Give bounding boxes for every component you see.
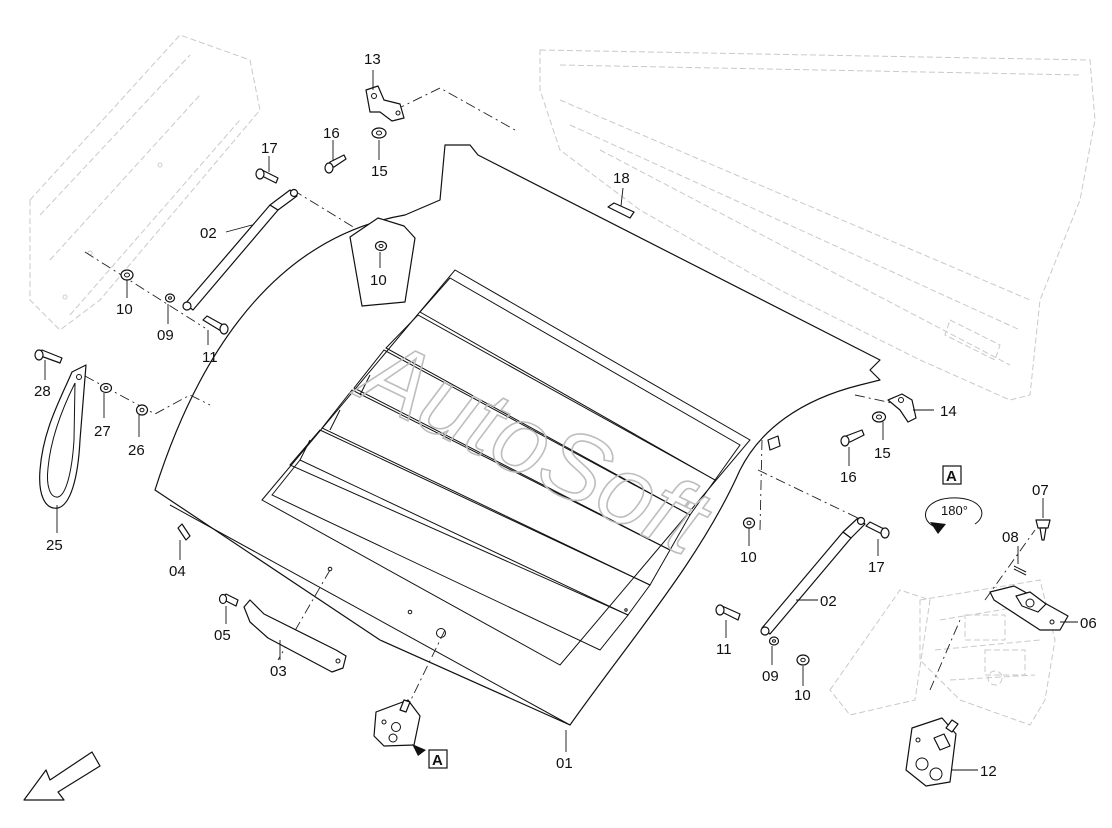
ghost-left-frame — [29, 34, 261, 331]
hatch-panel-part-01 — [154, 144, 881, 726]
view-arrow-a — [412, 744, 426, 756]
gas-strut-part-02a — [182, 188, 299, 311]
rotate-180-icon: 180° — [925, 497, 983, 534]
callout-06: 06 — [1080, 615, 1097, 632]
callout-02b: 02 — [820, 593, 837, 610]
callout-26: 26 — [128, 442, 145, 459]
callout-14: 14 — [940, 403, 957, 420]
callout-28: 28 — [34, 383, 51, 400]
callout-15b: 15 — [874, 445, 891, 462]
screw-part-07 — [1035, 519, 1051, 541]
callout-01: 01 — [556, 755, 573, 772]
view-marker-label: A — [432, 752, 443, 769]
bracket-part-12 — [905, 717, 959, 787]
callout-10-detail: 10 — [370, 272, 387, 289]
callout-03: 03 — [270, 663, 287, 680]
callout-13: 13 — [364, 51, 381, 68]
lock-bracket-detail — [373, 699, 421, 747]
callout-08: 08 — [1002, 529, 1019, 546]
callout-15a: 15 — [371, 163, 388, 180]
bolt-part-16b — [840, 429, 865, 447]
view-marker-a-box-bottom: A — [428, 749, 448, 769]
washer-part-09b — [768, 636, 780, 646]
callout-17b: 17 — [868, 559, 885, 576]
bolt-part-11a — [202, 315, 229, 335]
hinge-part-13 — [365, 85, 405, 122]
view-marker-label: A — [946, 468, 957, 485]
nut-part-26 — [135, 404, 149, 416]
washer-part-15b — [871, 411, 887, 423]
spring-part-08 — [1013, 565, 1027, 576]
bushing-part-10c — [796, 654, 810, 666]
handle-part-03 — [243, 599, 347, 673]
gas-strut-part-02b — [760, 516, 866, 636]
callout-labels: 13 16 15 17 02 10 09 11 10 18 28 27 26 2… — [34, 51, 1097, 780]
latch-part-06 — [989, 585, 1069, 631]
bolt-part-17a — [255, 168, 279, 184]
ghost-right-side-panel — [829, 589, 931, 716]
callout-27: 27 — [94, 423, 111, 440]
callout-16b: 16 — [840, 469, 857, 486]
strap-part-25 — [39, 364, 87, 509]
callout-12: 12 — [980, 763, 997, 780]
direction-arrow-icon — [23, 751, 101, 801]
callout-07: 07 — [1032, 482, 1049, 499]
callout-18: 18 — [613, 170, 630, 187]
bracket-tab-right — [767, 435, 781, 451]
bolt-part-05 — [218, 593, 239, 607]
callout-25: 25 — [46, 537, 63, 554]
callout-05: 05 — [214, 627, 231, 644]
view-marker-a-box-right: A — [942, 465, 962, 485]
callout-10c: 10 — [794, 687, 811, 704]
bushing-part-10b — [742, 517, 756, 529]
callout-09b: 09 — [762, 668, 779, 685]
callout-16a: 16 — [323, 125, 340, 142]
washer-part-09a — [164, 293, 176, 303]
callout-11b: 11 — [716, 641, 732, 658]
leader-lines — [44, 70, 1078, 771]
bolt-part-16a — [324, 154, 347, 174]
rotation-label: 180° — [941, 503, 968, 518]
callout-09a: 09 — [157, 327, 174, 344]
pad-part-18 — [607, 202, 635, 219]
washer-part-15a — [371, 127, 387, 139]
bolt-part-11b — [715, 604, 741, 621]
pin-part-04 — [177, 523, 191, 541]
callout-11a: 11 — [202, 349, 218, 366]
hinge-part-14 — [887, 393, 917, 423]
ghost-right-frame — [539, 49, 1096, 401]
bushing-part-10a — [120, 269, 134, 281]
callout-17a: 17 — [261, 140, 278, 157]
callout-10b: 10 — [740, 549, 757, 566]
bolt-part-28 — [34, 349, 63, 364]
bolt-part-17b — [865, 521, 890, 539]
callout-04: 04 — [169, 563, 186, 580]
callout-10a: 10 — [116, 301, 133, 318]
callout-02a: 02 — [200, 225, 217, 242]
detail-view-part-10 — [349, 217, 416, 307]
washer-part-27 — [99, 382, 113, 394]
